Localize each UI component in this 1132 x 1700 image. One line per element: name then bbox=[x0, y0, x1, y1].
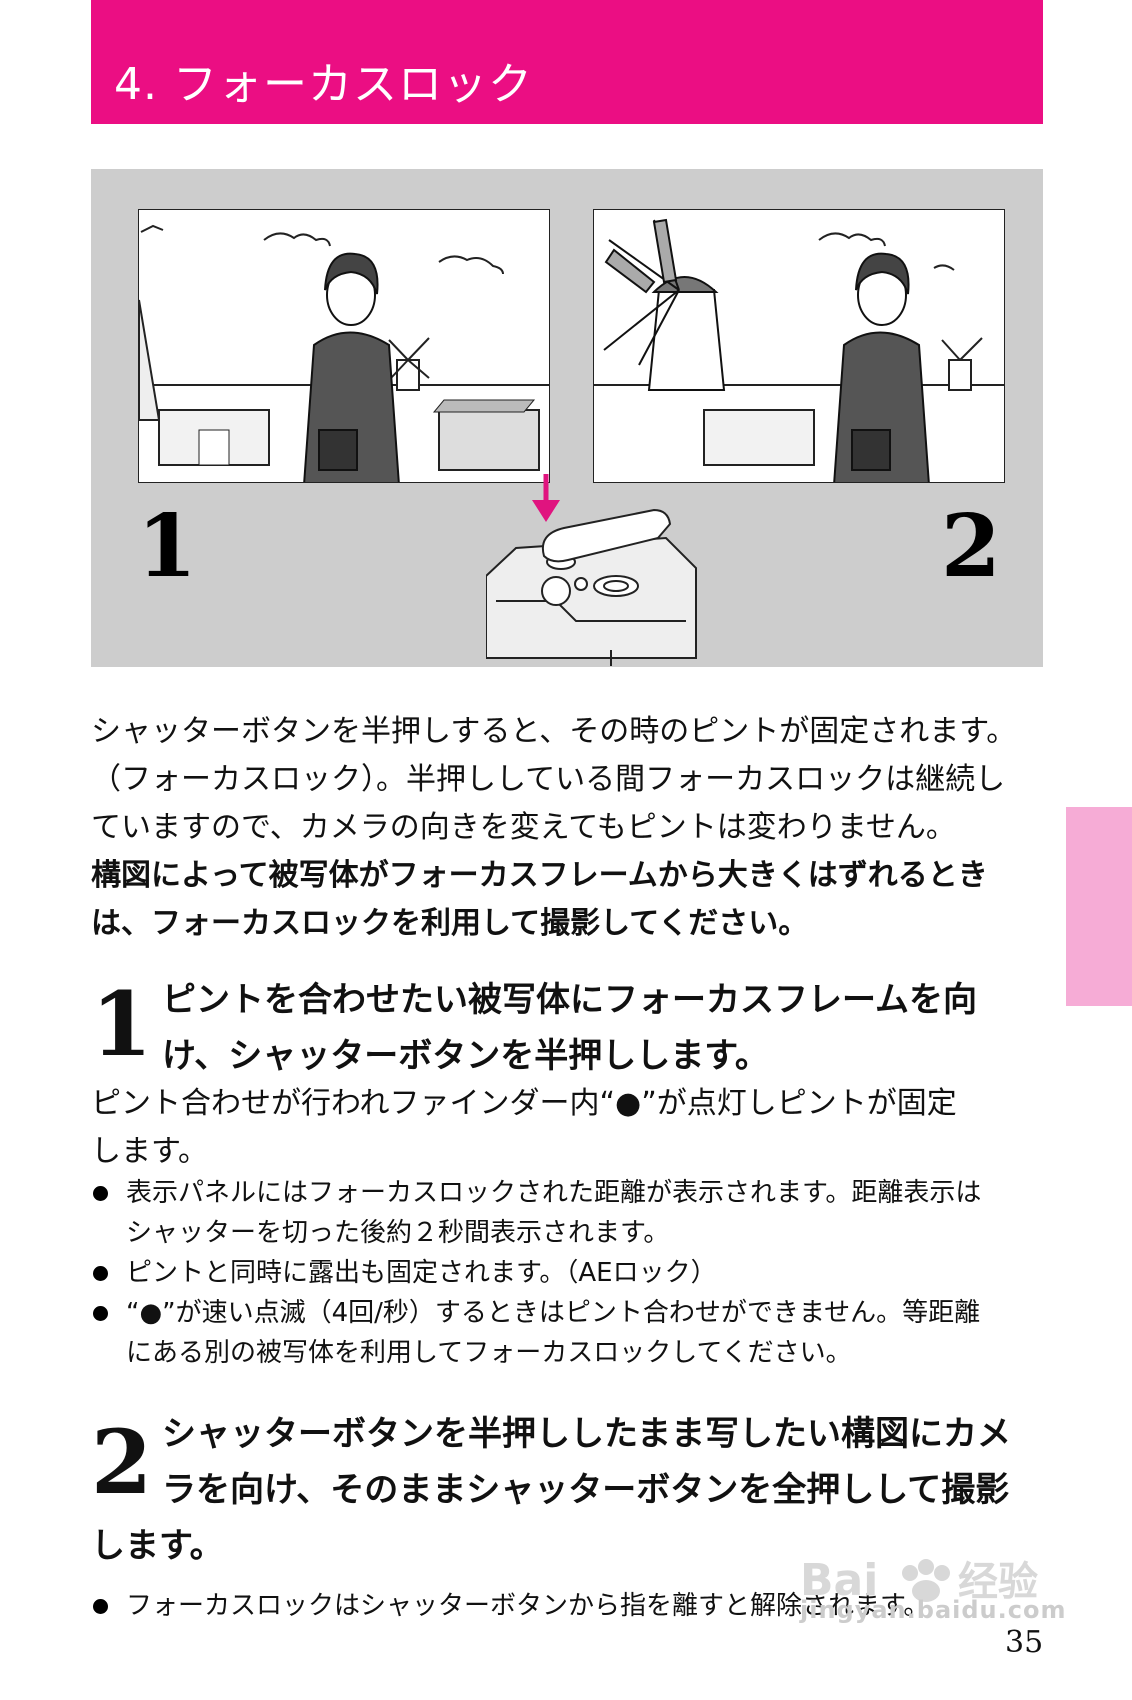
intro-line: （フォーカスロック）。半押ししている間フォーカスロックは継続し bbox=[91, 762, 1006, 797]
step-1-heading: ピントを合わせたい被写体にフォーカスフレームを向 け、シャッターボタンを半押しし… bbox=[162, 972, 977, 1084]
step-1-body-line: ピント合わせが行われファインダー内“●”が点灯しピントが固定 bbox=[91, 1086, 957, 1121]
note-line: シャッターを切った後約２秒間表示されます。 bbox=[126, 1218, 670, 1248]
note-line: 表示パネルにはフォーカスロックされた距離が表示されます。距離表示は bbox=[126, 1178, 982, 1208]
step-2-heading-tail: します。 bbox=[91, 1526, 224, 1566]
baidu-watermark-logo: Bai 经验 bbox=[800, 1555, 1038, 1606]
page-number: 35 bbox=[1005, 1625, 1044, 1660]
step-1-heading-line: け、シャッターボタンを半押しします。 bbox=[162, 1036, 769, 1076]
step-2-heading-line: ラを向け、そのままシャッターボタンを全押しして撮影 bbox=[162, 1470, 1010, 1510]
bullet-icon bbox=[93, 1306, 108, 1321]
step-2-heading-line: シャッターボタンを半押ししたまま写したい構図にカメ bbox=[162, 1414, 1011, 1454]
section-title-band: 4. フォーカスロック bbox=[91, 0, 1043, 124]
note-line: “●”が速い点滅（4回/秒）するときはピント合わせができません。等距離 bbox=[126, 1298, 981, 1328]
note-line: にある別の被写体を利用してフォーカスロックしてください。 bbox=[126, 1338, 852, 1368]
step-1-heading-line: ピントを合わせたい被写体にフォーカスフレームを向 bbox=[162, 980, 977, 1020]
scene-2-illustration bbox=[593, 209, 1005, 483]
step-1-body-line: します。 bbox=[91, 1134, 208, 1169]
note-item: 表示パネルにはフォーカスロックされた距離が表示されます。距離表示は シャッターを… bbox=[91, 1173, 1051, 1253]
intro-paragraph: シャッターボタンを半押しすると、その時のピントが固定されます。 （フォーカスロッ… bbox=[91, 708, 1051, 948]
watermark-url: jingyan.baidu.com bbox=[800, 1596, 1067, 1624]
step-2-number: 2 bbox=[91, 1410, 153, 1514]
section-title: 4. フォーカスロック bbox=[114, 59, 533, 110]
note-line: ピントと同時に露出も固定されます。（AEロック） bbox=[126, 1258, 717, 1288]
step-2-notes: フォーカスロックはシャッターボタンから指を離すと解除されます。 bbox=[91, 1586, 1051, 1626]
step-1-body: ピント合わせが行われファインダー内“●”が点灯しピントが固定 します。 bbox=[91, 1080, 1051, 1176]
intro-bold-line: 構図によって被写体がフォーカスフレームから大きくはずれるとき bbox=[91, 858, 988, 893]
chapter-side-tab bbox=[1066, 807, 1132, 1006]
scene-1-illustration bbox=[138, 209, 550, 483]
illustration-label-2: 2 bbox=[941, 496, 1001, 597]
step-2-heading: シャッターボタンを半押ししたまま写したい構図にカメ ラを向け、そのままシャッター… bbox=[162, 1406, 1011, 1518]
note-item: フォーカスロックはシャッターボタンから指を離すと解除されます。 bbox=[91, 1586, 1051, 1626]
intro-line: ていますので、カメラの向きを変えてもピントは変わりません。 bbox=[91, 810, 956, 845]
intro-line: シャッターボタンを半押しすると、その時のピントが固定されます。 bbox=[91, 714, 1017, 749]
svg-text:Bai: Bai bbox=[800, 1555, 878, 1606]
bullet-icon bbox=[93, 1186, 108, 1201]
step-1-notes: 表示パネルにはフォーカスロックされた距離が表示されます。距離表示は シャッターを… bbox=[91, 1173, 1051, 1373]
down-arrow-icon bbox=[532, 474, 560, 522]
shutter-press-illustration bbox=[486, 474, 697, 666]
note-line: フォーカスロックはシャッターボタンから指を離すと解除されます。 bbox=[126, 1591, 930, 1621]
illustration-label-1: 1 bbox=[137, 496, 197, 597]
intro-bold-line: は、フォーカスロックを利用して撮影してください。 bbox=[91, 906, 809, 941]
bullet-icon bbox=[93, 1266, 108, 1281]
bullet-icon bbox=[93, 1599, 108, 1614]
svg-text:经验: 经验 bbox=[958, 1559, 1038, 1605]
note-item: ピントと同時に露出も固定されます。（AEロック） bbox=[91, 1253, 1051, 1293]
illustration-panel: 1 2 bbox=[91, 169, 1043, 667]
step-1-number: 1 bbox=[91, 972, 153, 1076]
note-item: “●”が速い点滅（4回/秒）するときはピント合わせができません。等距離 にある別… bbox=[91, 1293, 1051, 1373]
